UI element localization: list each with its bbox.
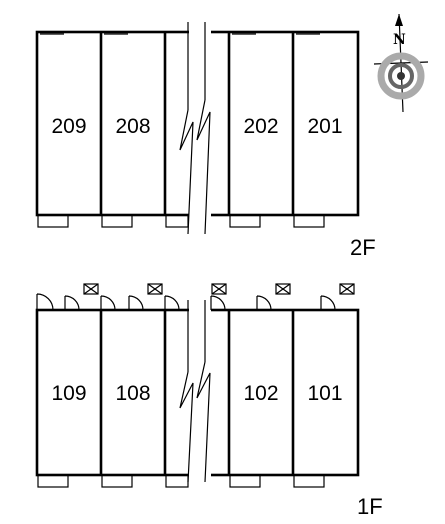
door-swing (210, 295, 226, 311)
room-number-label: 209 (51, 115, 86, 138)
room-number-label: 102 (243, 382, 278, 405)
doors-1f (36, 293, 336, 311)
door-swing (164, 295, 180, 311)
door-swing (36, 293, 54, 311)
floor-label: 1F (357, 494, 383, 519)
door-swing (256, 295, 272, 311)
balcony (37, 474, 69, 488)
floor-1f: 109 108 102 101 1F (35, 283, 383, 519)
break-line (179, 371, 194, 483)
compass-rose-icon: N (373, 13, 429, 113)
balcony (101, 474, 133, 488)
balcony (165, 214, 189, 228)
floor-label: 2F (350, 235, 376, 260)
room-number-label: 202 (243, 115, 278, 138)
compass-north-label: N (393, 32, 406, 48)
balcony (101, 214, 133, 228)
north-arrow-icon (395, 14, 403, 26)
balcony (229, 214, 261, 228)
balcony (229, 474, 261, 488)
meter-box (339, 283, 355, 295)
door-swing (100, 295, 116, 311)
break-line (179, 109, 194, 235)
balconies-2f (37, 214, 325, 228)
floor-2f: 209 208 202 201 2F (35, 22, 376, 260)
meter-box (147, 283, 163, 295)
room-number-label: 109 (51, 382, 86, 405)
door-swing (320, 295, 336, 311)
room-number-label: 201 (307, 115, 342, 138)
meter-box (83, 283, 99, 295)
room-number-label: 108 (115, 382, 150, 405)
meter-box (211, 283, 227, 295)
balcony (165, 474, 189, 488)
balconies-1f (37, 474, 325, 488)
meter-boxes-1f (83, 283, 355, 295)
room-number-label: 101 (307, 382, 342, 405)
door-swing (64, 295, 80, 311)
room-number-label: 208 (115, 115, 150, 138)
balcony (293, 474, 325, 488)
break-line (196, 99, 211, 235)
break-line (196, 361, 211, 483)
door-swing (128, 295, 144, 311)
balcony (293, 214, 325, 228)
balcony (37, 214, 69, 228)
meter-box (275, 283, 291, 295)
